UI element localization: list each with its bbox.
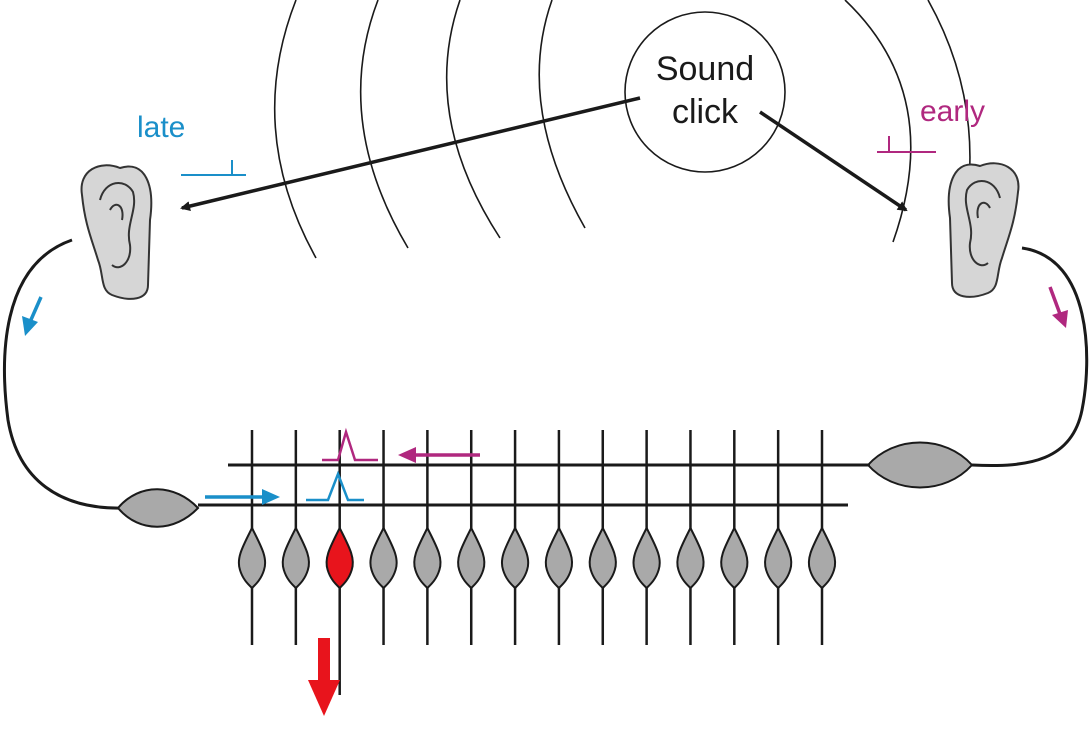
sound-source-circle [624, 11, 786, 173]
arrow-to-right-ear [759, 110, 908, 212]
neuron-soma [413, 525, 442, 590]
sound-wave-arc [538, 0, 586, 229]
left-auditory-nerve [3, 238, 126, 510]
neuron-soma [457, 525, 486, 590]
right-ear [947, 162, 1020, 298]
sound-waves [273, 0, 971, 259]
active-neuron-soma [325, 525, 354, 590]
right-auditory-nerve [971, 246, 1089, 467]
right-pathway-arrows [398, 286, 1068, 463]
blue-spike-pulse [306, 470, 364, 502]
sound-source-label-line2: click [672, 93, 739, 131]
late-label: late [137, 111, 185, 144]
neuron-soma [369, 525, 398, 590]
sound-wave-arc [273, 0, 317, 259]
arrow-to-left-ear [180, 96, 641, 211]
sound-source: Sound click [624, 11, 786, 173]
neuron-soma [237, 525, 267, 590]
left-axon-direction-arrow [205, 489, 280, 505]
neuron-soma [588, 525, 617, 590]
neuron-soma [632, 525, 661, 590]
neuron-soma [720, 525, 749, 590]
early-timing-marker [877, 136, 936, 153]
neuron-soma [764, 525, 793, 590]
right-ganglion [866, 441, 974, 489]
magenta-spike-pulse [322, 427, 378, 462]
sound-wave-arc [445, 0, 501, 239]
neuron-soma [544, 525, 574, 590]
neuron-soma [500, 525, 530, 590]
neuron-soma [807, 525, 837, 590]
left-pathway-arrows [22, 296, 280, 505]
neuron-soma [676, 525, 705, 590]
right-axon-direction-arrow [398, 447, 480, 463]
left-ear [80, 164, 153, 300]
coincidence-detector-array [237, 430, 837, 695]
left-nerve-direction-arrow [22, 296, 43, 336]
late-timing-marker [181, 160, 246, 176]
early-label: early [920, 95, 985, 128]
neuron-soma [281, 525, 310, 590]
sound-wave-arc [359, 0, 409, 249]
left-ganglion [116, 488, 200, 528]
sound-source-label-line1: Sound [656, 50, 754, 88]
output-arrow [308, 638, 340, 716]
right-nerve-direction-arrow [1048, 286, 1068, 328]
